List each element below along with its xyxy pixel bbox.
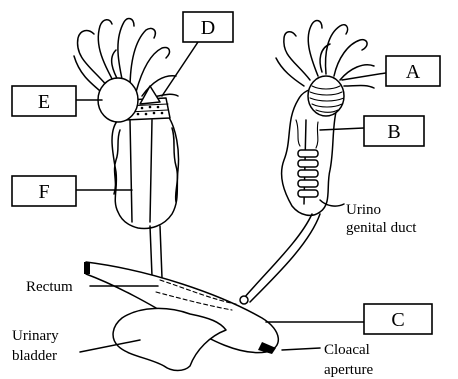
urinary-label-line2: bladder <box>12 348 57 364</box>
label-box-a: A <box>386 56 440 86</box>
label-d: D <box>201 17 215 39</box>
label-box-d: D <box>183 12 233 42</box>
label-box-f: F <box>12 176 76 206</box>
label-box-e: E <box>12 86 76 116</box>
left-organ <box>74 19 179 229</box>
urino-label-line1: Urino <box>346 202 381 218</box>
label-a: A <box>406 61 421 83</box>
label-c: C <box>391 309 404 331</box>
label-box-b: B <box>364 116 424 146</box>
cloacal-label-line2: aperture <box>324 362 373 378</box>
label-box-c: C <box>364 304 432 334</box>
right-organ <box>276 21 374 216</box>
rectum-label: Rectum <box>26 279 73 295</box>
label-b: B <box>387 121 400 143</box>
cloacal-label-line1: Cloacal <box>324 342 370 358</box>
label-f: F <box>38 181 49 203</box>
urinary-label-line1: Urinary <box>12 328 59 344</box>
label-e: E <box>38 91 50 113</box>
urino-label-line2: genital duct <box>346 220 417 236</box>
